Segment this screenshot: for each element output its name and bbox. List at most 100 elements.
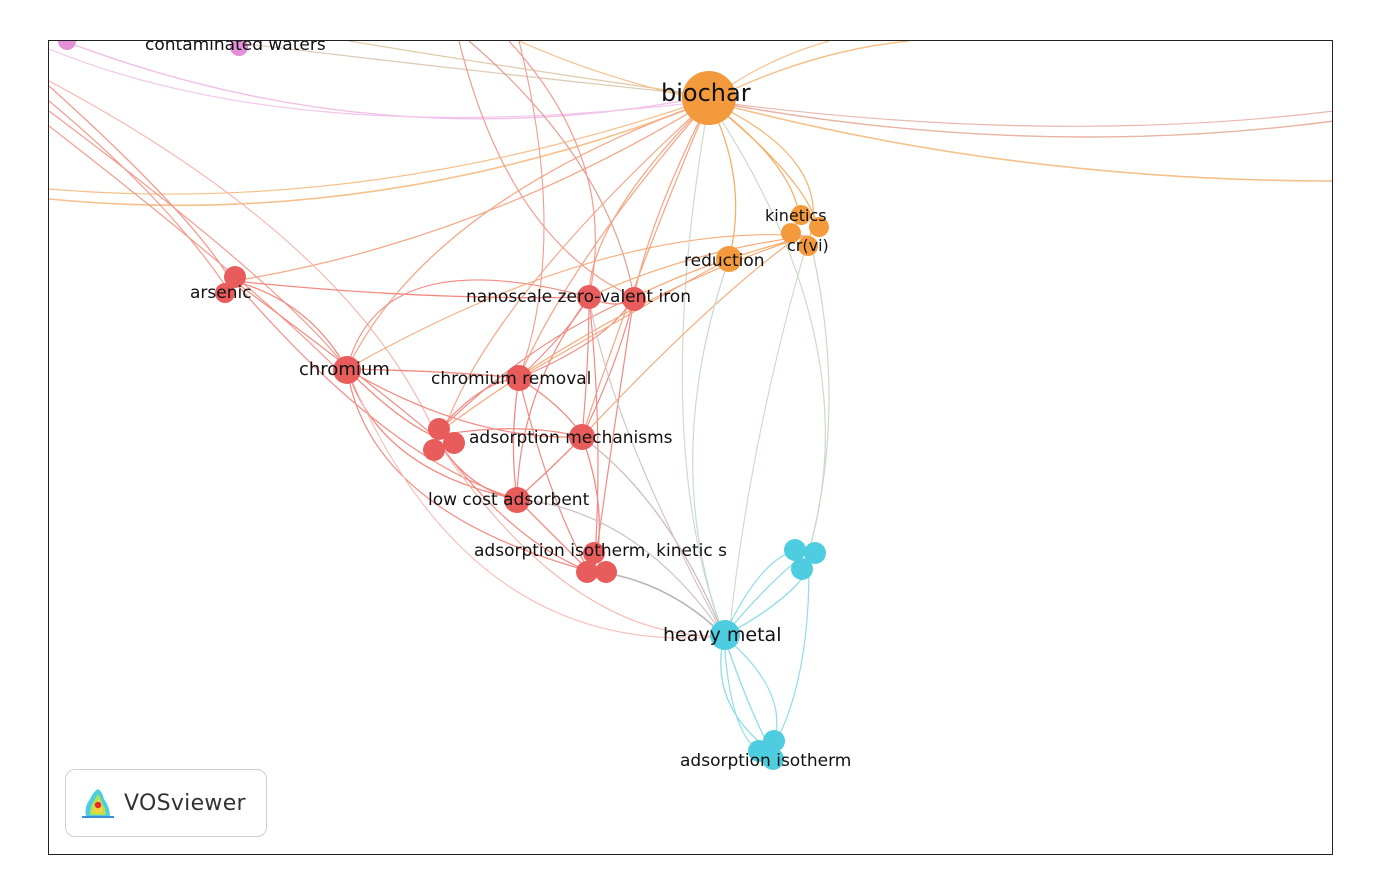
- edge: [49, 85, 235, 287]
- node-cyan-a[interactable]: [784, 539, 806, 561]
- edge: [49, 100, 710, 207]
- edge: [588, 296, 599, 572]
- edge: [433, 296, 635, 437]
- edge: [346, 368, 590, 572]
- edge: [581, 296, 590, 438]
- brand-name: VOSviewer: [124, 790, 246, 816]
- node-low-cost-adsorbent[interactable]: [504, 487, 530, 513]
- label-low-cost-adsorbent[interactable]: low cost adsorbent: [428, 490, 590, 510]
- node-pink-1[interactable]: [58, 41, 76, 50]
- edge: [233, 280, 348, 370]
- edge: [346, 100, 710, 370]
- node-cluster-a2[interactable]: [443, 432, 465, 454]
- node-arsenic-a[interactable]: [224, 266, 246, 288]
- edge: [49, 98, 710, 195]
- node-biochar[interactable]: [682, 71, 736, 125]
- edges-layer: [49, 41, 1332, 757]
- edge: [720, 635, 765, 747]
- edge: [808, 235, 830, 552]
- node-adsorption-isotherm-kinetics-b[interactable]: [576, 561, 598, 583]
- label-biochar[interactable]: biochar: [661, 79, 751, 107]
- label-crvi[interactable]: cr(vi): [787, 236, 829, 255]
- edge: [443, 100, 710, 432]
- edge: [518, 258, 730, 379]
- edge: [233, 100, 710, 282]
- label-reduction[interactable]: reduction: [684, 251, 765, 271]
- edge: [433, 435, 725, 637]
- edge: [49, 125, 340, 372]
- edge: [238, 42, 710, 97]
- edge: [433, 235, 808, 437]
- edge: [681, 100, 725, 637]
- label-arsenic[interactable]: arsenic: [190, 283, 252, 303]
- node-kinetics[interactable]: [791, 205, 811, 225]
- node-pink-2[interactable]: [230, 41, 248, 56]
- edge: [512, 377, 520, 500]
- edge: [708, 100, 1332, 127]
- edge: [593, 296, 635, 572]
- node-cluster-a1[interactable]: [428, 418, 450, 440]
- network-canvas[interactable]: contaminated waters biochar kinetics cr(…: [49, 41, 1333, 855]
- edge: [433, 435, 590, 572]
- label-kinetics[interactable]: kinetics: [765, 206, 827, 225]
- node-adsorption-isotherm[interactable]: [762, 748, 784, 770]
- edge: [233, 280, 518, 500]
- node-crvi[interactable]: [798, 236, 818, 256]
- edge: [348, 41, 710, 97]
- node-cyan-b[interactable]: [804, 542, 826, 564]
- node-adsorption-isotherm-kinetics-c[interactable]: [595, 561, 617, 583]
- edge: [708, 100, 826, 552]
- edge: [518, 100, 710, 379]
- edge: [518, 41, 545, 379]
- node-crvi-a[interactable]: [781, 223, 801, 243]
- node-chromium[interactable]: [333, 356, 361, 384]
- edge: [346, 368, 435, 437]
- edge: [581, 100, 710, 438]
- node-kinetics-2[interactable]: [809, 217, 829, 237]
- vosviewer-badge[interactable]: VOSviewer: [65, 769, 267, 837]
- edge: [516, 498, 725, 637]
- node-reduction[interactable]: [716, 246, 742, 272]
- label-chromium[interactable]: chromium: [299, 359, 390, 380]
- label-adsorption-isotherm[interactable]: adsorption isotherm: [680, 751, 851, 771]
- edge: [581, 436, 725, 637]
- edge: [233, 280, 590, 299]
- edge: [708, 100, 1332, 182]
- node-cluster-a3[interactable]: [423, 439, 445, 461]
- node-chromium-removal[interactable]: [506, 365, 532, 391]
- label-nzvi[interactable]: nanoscale zero-valent iron: [466, 287, 691, 307]
- edge: [458, 41, 635, 298]
- edge: [708, 100, 1332, 138]
- node-adsorption-isotherm-kinetics-a[interactable]: [583, 542, 605, 564]
- node-cyan-c[interactable]: [791, 558, 813, 580]
- edge: [581, 235, 800, 438]
- node-nzvi[interactable]: [622, 287, 646, 311]
- node-heavy-metal[interactable]: [710, 620, 740, 650]
- edge: [723, 635, 778, 742]
- node-nzvi-a[interactable]: [577, 285, 601, 309]
- edge: [49, 110, 348, 370]
- nodes-layer: [58, 41, 829, 770]
- edge: [346, 234, 810, 370]
- label-contaminated-waters[interactable]: contaminated waters: [145, 41, 326, 55]
- labels-layer: contaminated waters biochar kinetics cr(…: [145, 41, 851, 771]
- label-adsorption-mechanisms[interactable]: adsorption mechanisms: [469, 428, 673, 448]
- edge: [692, 258, 730, 637]
- edge: [588, 235, 808, 298]
- edge: [346, 368, 518, 500]
- edge: [588, 100, 710, 298]
- network-map[interactable]: contaminated waters biochar kinetics cr(…: [48, 40, 1333, 855]
- label-chromium-removal[interactable]: chromium removal: [431, 369, 591, 389]
- label-heavy-metal[interactable]: heavy metal: [663, 624, 781, 646]
- edge: [728, 235, 810, 637]
- edge: [773, 568, 810, 747]
- edge: [468, 41, 635, 298]
- edge: [49, 48, 710, 119]
- label-adsorption-isotherm-kinetics[interactable]: adsorption isotherm, kinetic s: [474, 541, 727, 561]
- edge: [49, 100, 230, 292]
- node-adsorption-mechanisms[interactable]: [569, 424, 595, 450]
- vosviewer-logo-icon: [82, 789, 114, 818]
- edge: [581, 296, 635, 438]
- node-arsenic[interactable]: [215, 283, 235, 303]
- edge: [346, 279, 590, 370]
